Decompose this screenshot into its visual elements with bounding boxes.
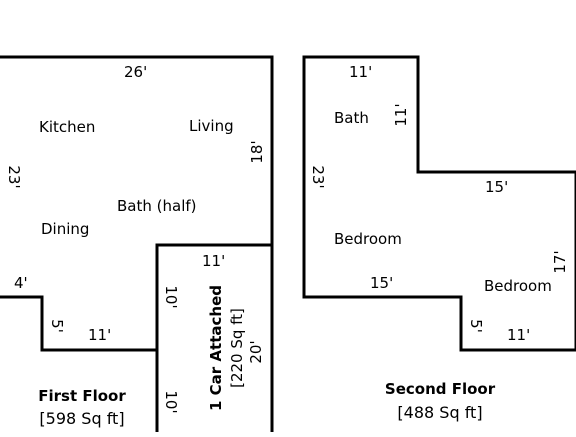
dim-first-step-down: 5' xyxy=(48,319,66,333)
dim-first-left: 23' xyxy=(5,165,23,188)
room-label-bedroom-right: Bedroom xyxy=(484,277,552,295)
dim-second-middle: 15' xyxy=(485,178,508,196)
second-floor-title: Second Floor xyxy=(385,380,496,398)
dim-second-bottom: 11' xyxy=(507,326,530,344)
dim-first-bottom: 11' xyxy=(88,326,111,344)
dim-second-right: 17' xyxy=(551,250,569,273)
room-label-dining: Dining xyxy=(41,220,89,238)
dim-second-top: 11' xyxy=(349,63,372,81)
dim-first-right: 18' xyxy=(248,140,266,163)
room-label-kitchen: Kitchen xyxy=(39,118,95,136)
dim-first-top: 26' xyxy=(124,63,147,81)
dim-second-bath-right: 11' xyxy=(392,103,410,126)
second-floor-area: [488 Sq ft] xyxy=(397,403,482,422)
dim-second-left: 23' xyxy=(309,165,327,188)
room-label-living: Living xyxy=(189,117,234,135)
second-floor-walls xyxy=(302,55,576,352)
first-floor-title: First Floor xyxy=(38,387,126,405)
garage-title: 1 Car Attached xyxy=(207,285,225,411)
room-label-bath-half: Bath (half) xyxy=(117,197,197,215)
dim-garage-right: 20' xyxy=(247,340,265,363)
room-label-bedroom-left: Bedroom xyxy=(334,230,402,248)
dim-second-step-down: 5' xyxy=(467,319,485,333)
first-floor-area: [598 Sq ft] xyxy=(39,409,124,428)
dim-garage-left-upper: 10' xyxy=(162,285,180,308)
first-floor-walls xyxy=(0,55,274,352)
room-label-bath: Bath xyxy=(334,109,369,127)
dim-garage-top: 11' xyxy=(202,252,225,270)
dim-second-lower-step: 15' xyxy=(370,274,393,292)
dim-first-step-left: 4' xyxy=(14,274,28,292)
dim-garage-left-lower: 10' xyxy=(162,390,180,413)
garage-area: [220 Sq ft] xyxy=(228,308,246,388)
